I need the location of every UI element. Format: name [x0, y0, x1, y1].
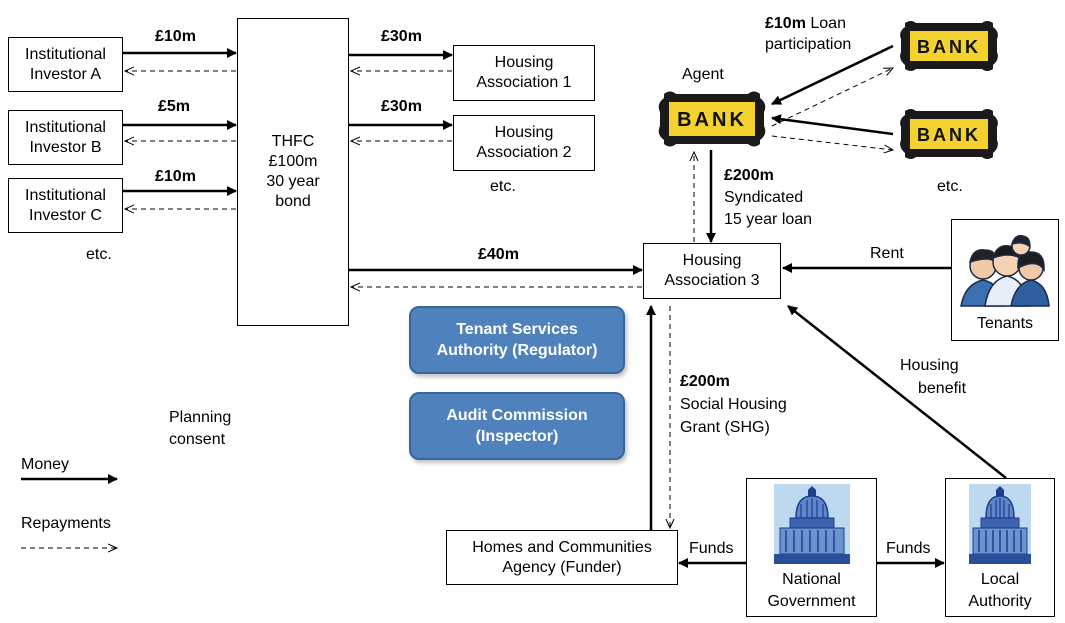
- agent-label: Agent: [682, 66, 724, 83]
- local-authority-building-icon: [969, 484, 1031, 564]
- local-authority-box: Local Authority: [945, 478, 1055, 617]
- tsa-line2: Authority (Regulator): [436, 342, 598, 359]
- rent-label: Rent: [870, 245, 904, 262]
- national-gov-line2: Government: [767, 593, 856, 610]
- syndicated-amount: £200m: [724, 167, 774, 184]
- ha3-line1: Housing: [682, 252, 742, 269]
- bank-participation-arrow-top: [771, 44, 894, 106]
- investor-b-amount: £5m: [158, 98, 191, 115]
- hca-box: Homes and Communities Agency (Funder): [446, 530, 678, 585]
- ha2-line2: Association 2: [476, 144, 572, 161]
- planning-line2: consent: [169, 431, 226, 448]
- investor-a-line2: Investor A: [29, 65, 102, 83]
- participation-amount: £10m: [765, 15, 806, 32]
- shg-line2: Grant (SHG): [680, 419, 770, 436]
- syndicated-line1: Syndicated: [724, 189, 804, 206]
- housing-benefit-arrow: [787, 305, 1007, 479]
- bank-agent-icon: BANK: [658, 91, 766, 147]
- housing-association-3-box: Housing Association 3: [643, 243, 781, 299]
- investor-b-line1: Institutional: [25, 118, 106, 136]
- thfc-bond-box: THFC £100m 30 year bond: [237, 18, 349, 326]
- bank-agent-word: BANK: [677, 109, 747, 131]
- investor-c-box: Institutional Investor C: [8, 178, 123, 233]
- investor-c-amount: £10m: [155, 168, 196, 185]
- funds-label-right: Funds: [886, 540, 931, 557]
- housing-benefit-line1: Housing: [900, 357, 959, 374]
- tenants-label: Tenants: [976, 315, 1034, 332]
- ha1-amount: £30m: [381, 28, 422, 45]
- thfc-line4: bond: [275, 193, 311, 210]
- national-government-box: National Government: [746, 478, 877, 617]
- bank-participant-top-icon: BANK: [900, 21, 998, 71]
- shg-line1: Social Housing: [680, 396, 787, 413]
- investor-b-line2: Investor B: [29, 138, 102, 156]
- housing-benefit-line2: benefit: [918, 380, 967, 397]
- bank-repay-arrow-top: [771, 68, 893, 127]
- ha2-line1: Housing: [494, 124, 554, 141]
- investor-a-line1: Institutional: [25, 45, 106, 63]
- tsa-line1: Tenant Services: [456, 321, 578, 338]
- housing-association-1-box: Housing Association 1: [453, 45, 595, 101]
- ha2-amount: £30m: [381, 98, 422, 115]
- shg-amount: £200m: [680, 373, 730, 390]
- bank-bottom-word: BANK: [917, 125, 981, 145]
- thfc-line1: THFC: [271, 133, 315, 150]
- bank-repay-arrow-bottom: [771, 135, 893, 150]
- participation-text: Loan: [810, 15, 846, 32]
- investors-etc-label: etc.: [86, 246, 112, 263]
- hca-line1: Homes and Communities: [472, 538, 652, 556]
- legend-repayments-label: Repayments: [21, 515, 111, 532]
- ha-etc-label: etc.: [490, 178, 516, 195]
- bank-participation-line2: participation: [765, 36, 852, 53]
- thfc-line2: £100m: [268, 153, 318, 170]
- ha3-line2: Association 3: [664, 272, 760, 289]
- hca-line2: Agency (Funder): [502, 558, 622, 576]
- investor-c-line2: Investor C: [29, 206, 102, 224]
- bank-top-word: BANK: [917, 37, 981, 57]
- legend-money-label: Money: [21, 456, 70, 473]
- banks-etc-label: etc.: [937, 178, 963, 195]
- tenant-services-authority-box: Tenant Services Authority (Regulator): [409, 306, 625, 374]
- ha1-line1: Housing: [494, 54, 554, 71]
- ac-line1: Audit Commission: [446, 407, 588, 424]
- tenants-people-icon: [960, 234, 1050, 307]
- bank-participation-label: £10m Loan: [765, 13, 846, 35]
- thfc-line3: 30 year: [266, 173, 320, 190]
- capitol-building-icon: [774, 484, 850, 564]
- syndicated-line2: 15 year loan: [724, 211, 813, 228]
- local-auth-line1: Local: [980, 571, 1020, 588]
- ha1-line2: Association 1: [476, 74, 572, 91]
- audit-commission-box: Audit Commission (Inspector): [409, 392, 625, 460]
- investor-c-line1: Institutional: [25, 186, 106, 204]
- investor-a-box: Institutional Investor A: [8, 37, 123, 92]
- tenants-box: Tenants: [951, 219, 1059, 341]
- housing-association-2-box: Housing Association 2: [453, 115, 595, 171]
- funds-label-left: Funds: [689, 540, 734, 557]
- ha3-amount: £40m: [478, 246, 519, 263]
- investor-b-box: Institutional Investor B: [8, 110, 123, 165]
- ac-line2: (Inspector): [475, 428, 559, 445]
- bank-participation-arrow-bottom: [771, 114, 894, 136]
- local-auth-line2: Authority: [968, 593, 1032, 610]
- planning-line1: Planning: [169, 409, 232, 426]
- national-gov-line1: National: [782, 571, 841, 588]
- bank-participant-bottom-icon: BANK: [900, 109, 998, 159]
- investor-a-amount: £10m: [155, 28, 196, 45]
